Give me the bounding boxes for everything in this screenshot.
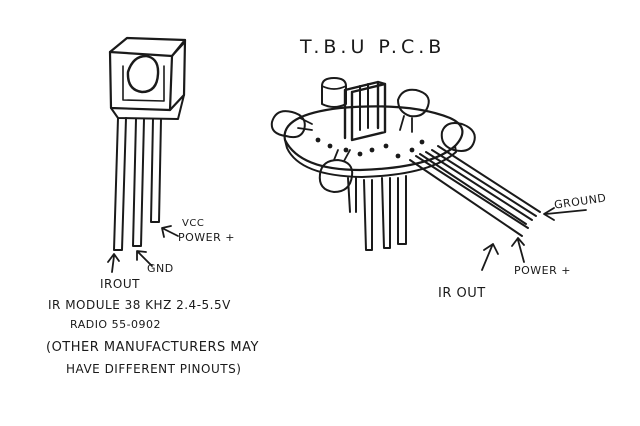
label-ir-out: IR OUT — [438, 286, 486, 301]
arrow-ir-out — [481, 243, 499, 271]
pin-vcc — [150, 118, 162, 223]
led-left — [270, 110, 306, 139]
note-line-4: HAVE DIFFERENT PINOUTS) — [66, 362, 242, 376]
center-component — [343, 80, 387, 142]
pcb-pins — [347, 175, 407, 251]
led-top — [321, 77, 347, 108]
wire-power — [419, 151, 533, 225]
tbu-pcb-assembly — [270, 77, 587, 271]
arrow-gnd — [136, 250, 153, 267]
label-irout: IROUT — [100, 277, 140, 291]
note-line-1: IR MODULE 38 KHZ 2.4-5.5V — [48, 298, 231, 312]
pin-gnd — [132, 118, 145, 247]
pcb-board — [283, 105, 464, 172]
module-front-face — [108, 50, 174, 112]
label-power-plus-left: POWER + — [178, 231, 235, 244]
wire-ir-out — [409, 155, 529, 237]
wire-ground — [431, 145, 541, 217]
label-power-plus-right: POWER + — [514, 264, 571, 277]
ir-receiver-module — [107, 36, 187, 273]
pcb-title: T.B.U P.C.B — [300, 36, 446, 58]
note-line-2: RADIO 55-0902 — [70, 318, 162, 331]
arrow-vcc — [161, 225, 179, 238]
arrow-power — [511, 237, 525, 263]
led-front — [318, 159, 354, 193]
label-vcc: VCC — [182, 218, 205, 229]
label-gnd: GND — [147, 262, 174, 275]
led-right-edge — [440, 122, 476, 152]
ir-lens — [126, 54, 160, 94]
led-right-top — [397, 88, 430, 118]
arrow-ground — [543, 207, 587, 221]
arrow-irout — [107, 253, 120, 273]
note-line-3: (OTHER MANUFACTURERS MAY — [46, 340, 259, 355]
pin-irout — [113, 117, 127, 251]
solder-points — [315, 137, 425, 159]
